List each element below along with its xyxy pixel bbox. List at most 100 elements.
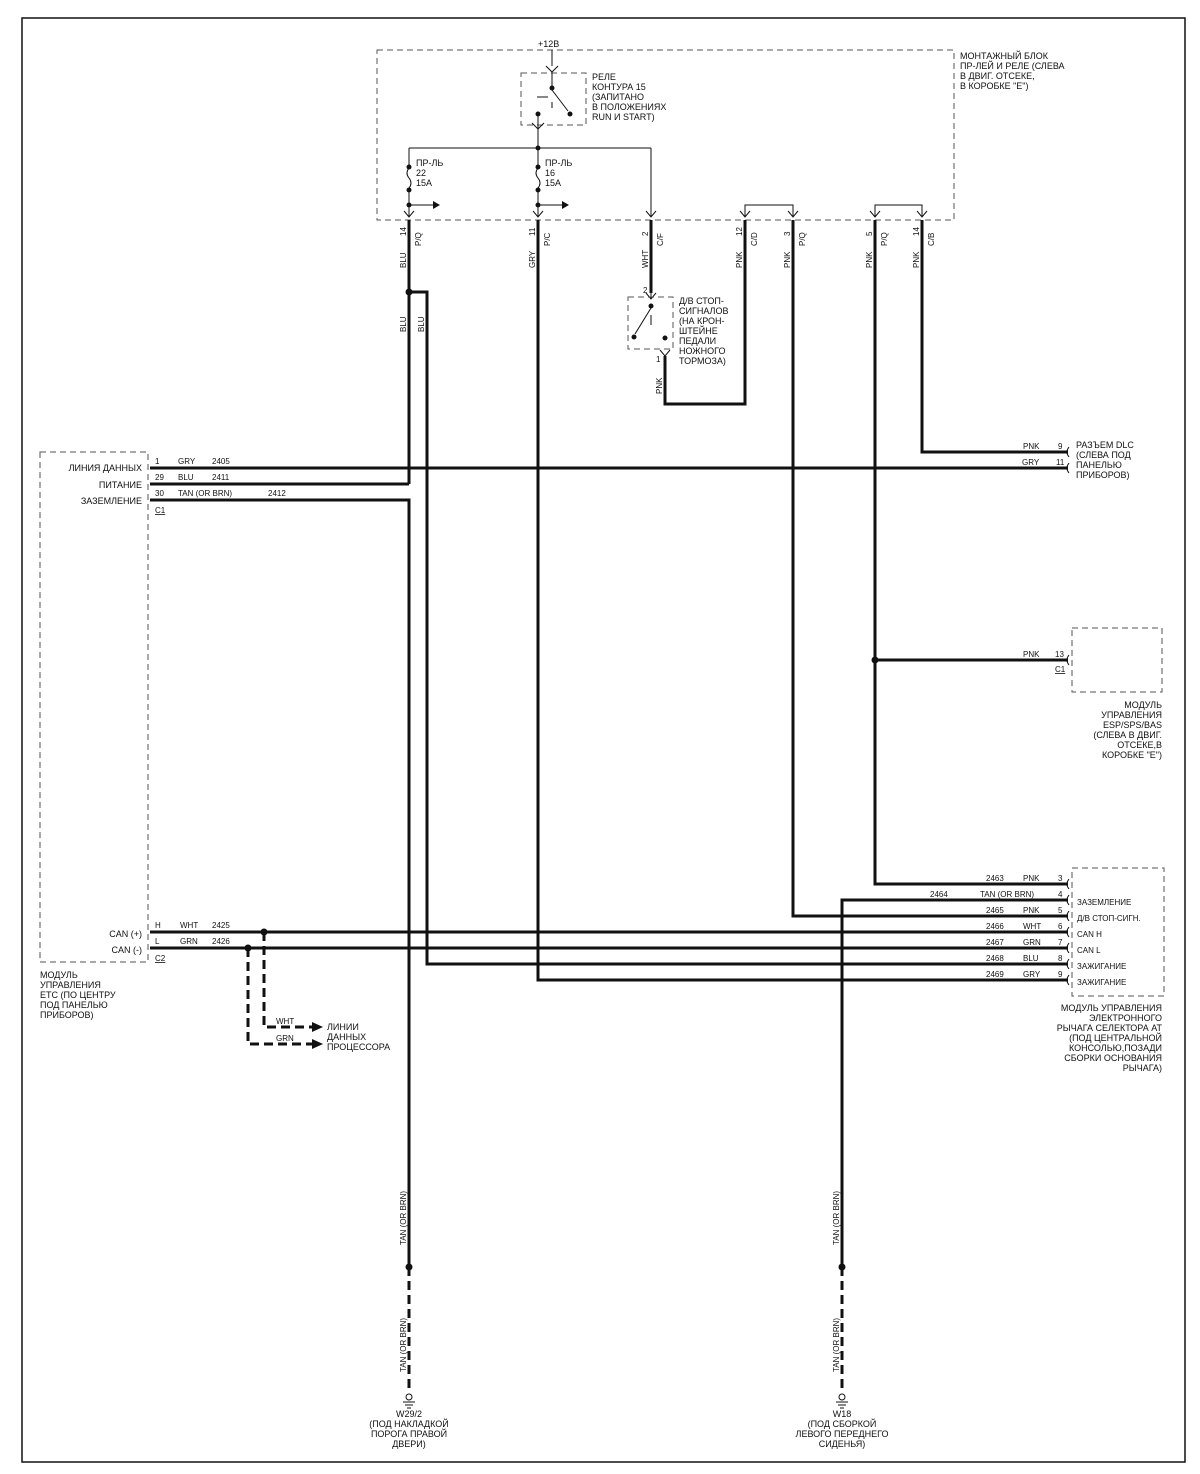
block-connector-labels: BLU 14 P/Q GRY 11 P/C WHT 2 C/F PNK 12 C…	[399, 227, 936, 268]
ground-w29-2: TAN (OR BRN) TAN (OR BRN) W29/2(ПОД НАКЛ…	[369, 1191, 449, 1449]
svg-text:P/Q: P/Q	[414, 232, 423, 246]
svg-text:GRY: GRY	[1022, 458, 1040, 467]
svg-text:9: 9	[1058, 970, 1063, 979]
svg-text:1: 1	[656, 355, 661, 364]
svg-text:TAN (OR BRN): TAN (OR BRN)	[832, 1318, 841, 1372]
svg-text:ЗАЖИГАНИЕ: ЗАЖИГАНИЕ	[1077, 962, 1126, 971]
svg-text:C1: C1	[155, 506, 166, 515]
svg-text:GRY: GRY	[178, 457, 196, 466]
svg-text:2467: 2467	[986, 938, 1004, 947]
svg-text:PNK: PNK	[1023, 906, 1040, 915]
svg-text:2463: 2463	[986, 874, 1004, 883]
svg-text:GRN: GRN	[276, 1034, 294, 1043]
svg-text:TAN (OR BRN): TAN (OR BRN)	[399, 1318, 408, 1372]
svg-text:9: 9	[1058, 442, 1063, 451]
svg-text:14: 14	[399, 227, 408, 236]
svg-text:11: 11	[528, 227, 537, 236]
svg-text:3: 3	[1058, 874, 1063, 883]
svg-text:PNK: PNK	[865, 251, 874, 268]
svg-text:2426: 2426	[212, 937, 230, 946]
svg-text:P/Q: P/Q	[798, 232, 807, 246]
svg-text:CAN H: CAN H	[1077, 930, 1102, 939]
ground-w18: TAN (OR BRN) TAN (OR BRN) W18(ПОД СБОРКО…	[796, 1191, 889, 1449]
svg-text:Д/В СТОП-СИГН.: Д/В СТОП-СИГН.	[1077, 914, 1141, 923]
svg-text:BLU: BLU	[178, 473, 194, 482]
svg-text:ЗАЗЕМЛЕНИЕ: ЗАЗЕМЛЕНИЕ	[81, 496, 142, 506]
svg-text:CAN L: CAN L	[1077, 946, 1101, 955]
svg-text:C/B: C/B	[927, 233, 936, 246]
svg-text:PNK: PNK	[1023, 442, 1040, 451]
svg-text:30: 30	[155, 489, 164, 498]
svg-text:2469: 2469	[986, 970, 1004, 979]
svg-text:P/C: P/C	[543, 232, 552, 246]
svg-text:WHT: WHT	[1023, 922, 1041, 931]
svg-text:2: 2	[641, 231, 650, 236]
svg-text:C1: C1	[1055, 665, 1066, 674]
svg-text:GRY: GRY	[528, 250, 537, 268]
svg-text:PNK: PNK	[655, 377, 664, 394]
svg-text:L: L	[155, 937, 160, 946]
svg-text:6: 6	[1058, 922, 1063, 931]
svg-text:2465: 2465	[986, 906, 1004, 915]
svg-text:1: 1	[155, 457, 160, 466]
svg-text:C2: C2	[155, 954, 166, 963]
svg-text:GRY: GRY	[1023, 970, 1041, 979]
brake-light-switch: 2 1 PNK Д/В СТОП-СИГНАЛОВ(НА КРОН-ШТЕЙНЕ…	[627, 286, 728, 394]
svg-text:ПИТАНИЕ: ПИТАНИЕ	[99, 480, 142, 490]
svg-text:H: H	[155, 921, 161, 930]
svg-text:ЗАЖИГАНИЕ: ЗАЖИГАНИЕ	[1077, 978, 1126, 987]
selector-module: 2463 2464 2465 2466 2467 2468 2469 PNK T…	[930, 867, 1165, 1073]
svg-text:BLU: BLU	[399, 316, 408, 332]
svg-text:BLU: BLU	[1023, 954, 1039, 963]
wires	[150, 220, 1068, 1392]
svg-text:2468: 2468	[986, 954, 1004, 963]
svg-text:C/F: C/F	[656, 233, 665, 246]
svg-text:CAN (+): CAN (+)	[109, 929, 142, 939]
svg-text:5: 5	[865, 231, 874, 236]
svg-text:PNK: PNK	[1023, 650, 1040, 659]
svg-text:PNK: PNK	[912, 251, 921, 268]
svg-text:TAN (OR BRN): TAN (OR BRN)	[832, 1191, 841, 1245]
svg-text:CAN (-): CAN (-)	[112, 945, 143, 955]
svg-text:WHT: WHT	[180, 921, 198, 930]
svg-text:BLU: BLU	[399, 252, 408, 268]
svg-text:5: 5	[1058, 906, 1063, 915]
svg-text:PNK: PNK	[735, 251, 744, 268]
svg-text:13: 13	[1055, 650, 1064, 659]
svg-text:4: 4	[1058, 890, 1063, 899]
svg-text:PNK: PNK	[1023, 874, 1040, 883]
svg-text:8: 8	[1058, 954, 1063, 963]
svg-text:GRN: GRN	[180, 937, 198, 946]
power-label: +12В	[538, 39, 559, 49]
svg-text:2: 2	[643, 286, 648, 295]
svg-text:PNK: PNK	[783, 251, 792, 268]
diagram-frame	[21, 17, 1186, 1463]
svg-text:2412: 2412	[268, 489, 286, 498]
svg-text:11: 11	[1056, 458, 1065, 467]
etc-module: ЛИНИЯ ДАННЫХ ПИТАНИЕ ЗАЗЕМЛЕНИЕ 1 29 30 …	[39, 451, 286, 1020]
svg-text:TAN (OR BRN): TAN (OR BRN)	[178, 489, 232, 498]
svg-text:TAN (OR BRN): TAN (OR BRN)	[980, 890, 1034, 899]
svg-text:TAN (OR BRN): TAN (OR BRN)	[399, 1191, 408, 1245]
svg-text:Д/В СТОП-СИГНАЛОВ(НА КРОН-ШТЕЙ: Д/В СТОП-СИГНАЛОВ(НА КРОН-ШТЕЙНЕПЕДАЛИНО…	[679, 296, 728, 366]
svg-text:WHT: WHT	[276, 1017, 294, 1026]
svg-text:C/D: C/D	[750, 232, 759, 246]
